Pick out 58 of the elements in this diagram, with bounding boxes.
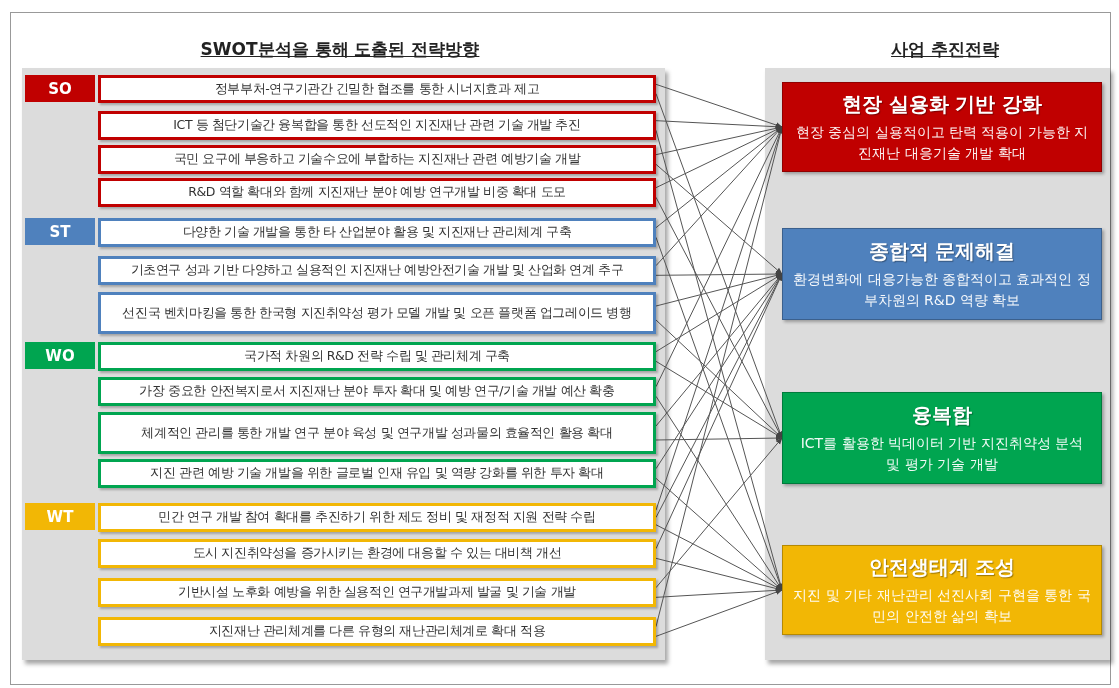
heading-text: 현장 실용화 기반 강화 [841,91,1043,119]
strategy-item-box [98,377,656,406]
heading-text: 선진국 벤치마킹을 통한 한국형 지진취약성 평가 모델 개발 및 오픈 플랫폼 업그레이드 병행 [122,304,632,322]
heading-text: 체계적인 관리를 통한 개발 연구 분야 육성 및 연구개발 성과물의 효율적인 활용 확대 [141,424,613,442]
strategy-item-box [98,578,656,607]
heading-text: R&D 역할 확대와 함께 지진재난 분야 예방 연구개발 비중 확대 도모 [188,184,566,201]
heading-text: 가장 중요한 안전복지로서 지진재난 분야 투자 확대 및 예방 연구/기술 개발 예산 확충 [139,383,615,400]
strategy-item-box [98,459,656,488]
section-heading: SWOT분석을 통해 도출된 전략방향 [200,38,480,61]
heading-text: ICT 등 첨단기술간 융복합을 통한 선도적인 지진재난 관련 기술 개발 추진 [173,117,581,134]
strategy-item-box [98,539,656,568]
connector-arrow [655,83,783,128]
heading-text: WT [46,507,74,526]
heading-text: 종합적 문제해결 [868,238,1016,266]
heading-text: 국가적 차원의 R&D 전략 수립 및 관리체계 구축 [243,348,511,365]
heading-text: ST [49,222,71,241]
category-tag [25,503,95,530]
connector-arrow [655,435,783,441]
strategy-item-box [98,503,656,532]
heading-text: SO [48,79,72,98]
strategy-item-box [98,75,656,103]
strategy-item-box [98,617,656,646]
heading-text: 안전생태계 조성 [868,554,1016,582]
strategy-box [782,545,1102,635]
heading-text: 민간 연구 개발 참여 확대를 추진하기 위한 제도 정비 및 재정적 지원 전략 수립 [158,509,596,526]
heading-text: 다양한 기술 개발을 통한 타 산업분야 활용 및 지진재난 관리체계 구축 [182,224,572,241]
strategy-item-box [98,111,656,140]
heading-text: 지진재난 관리체계를 다른 유형의 재난관리체계로 확대 적용 [208,623,546,640]
category-tag [25,342,95,369]
connector-arrow [655,271,783,277]
heading-text: 도시 지진취약성을 증가시키는 환경에 대응할 수 있는 대비책 개선 [192,545,562,562]
strategy-item-box [98,145,656,174]
heading-text: 기반시설 노후화 예방을 위한 실용적인 연구개발과제 발굴 및 기술 개발 [178,584,576,601]
heading-text: WO [45,346,75,365]
body-text: 환경변화에 대응가능한 종합적이고 효과적인 정부차원의 R&D 역량 확보 [793,270,1091,310]
strategy-item-box [98,342,656,371]
strategy-box [782,228,1102,320]
heading-text: 융복합 [912,402,972,430]
strategy-item-box [98,256,656,285]
body-text: 현장 중심의 실용적이고 탄력 적용이 가능한 지진재난 대응기술 개발 확대 [794,123,1090,163]
heading-text: 정부부처-연구기관간 긴밀한 협조를 통한 시너지효과 제고 [214,80,540,98]
strategy-item-box [98,412,656,454]
body-text: 지진 및 기타 재난관리 선진사회 구현을 통한 국민의 안전한 삶의 확보 [793,586,1091,626]
strategy-box [782,82,1102,172]
body-text: ICT를 활용한 빅데이터 기반 지진취약성 분석 및 평가 기술 개발 [799,434,1085,474]
section-heading: 사업 추진전략 [891,38,999,61]
heading-text: 기초연구 성과 기반 다양하고 실용적인 지진재난 예방안전기술 개발 및 산업화 연계 추구 [130,262,624,279]
category-tag [25,218,95,245]
heading-text: 지진 관련 예방 기술 개발을 위한 글로벌 인재 유입 및 역량 강화를 위한 투자 확대 [150,465,604,482]
strategy-item-box [98,178,656,207]
strategy-item-box [98,292,656,334]
connector-arrow [655,589,783,637]
category-tag [25,75,95,102]
connector-arrow [655,163,783,275]
strategy-box [782,392,1102,484]
connector-arrow [655,437,783,589]
strategy-item-box [98,218,656,247]
heading-text: 국민 요구에 부응하고 기술수요에 부합하는 지진재난 관련 예방기술 개발 [173,151,581,168]
